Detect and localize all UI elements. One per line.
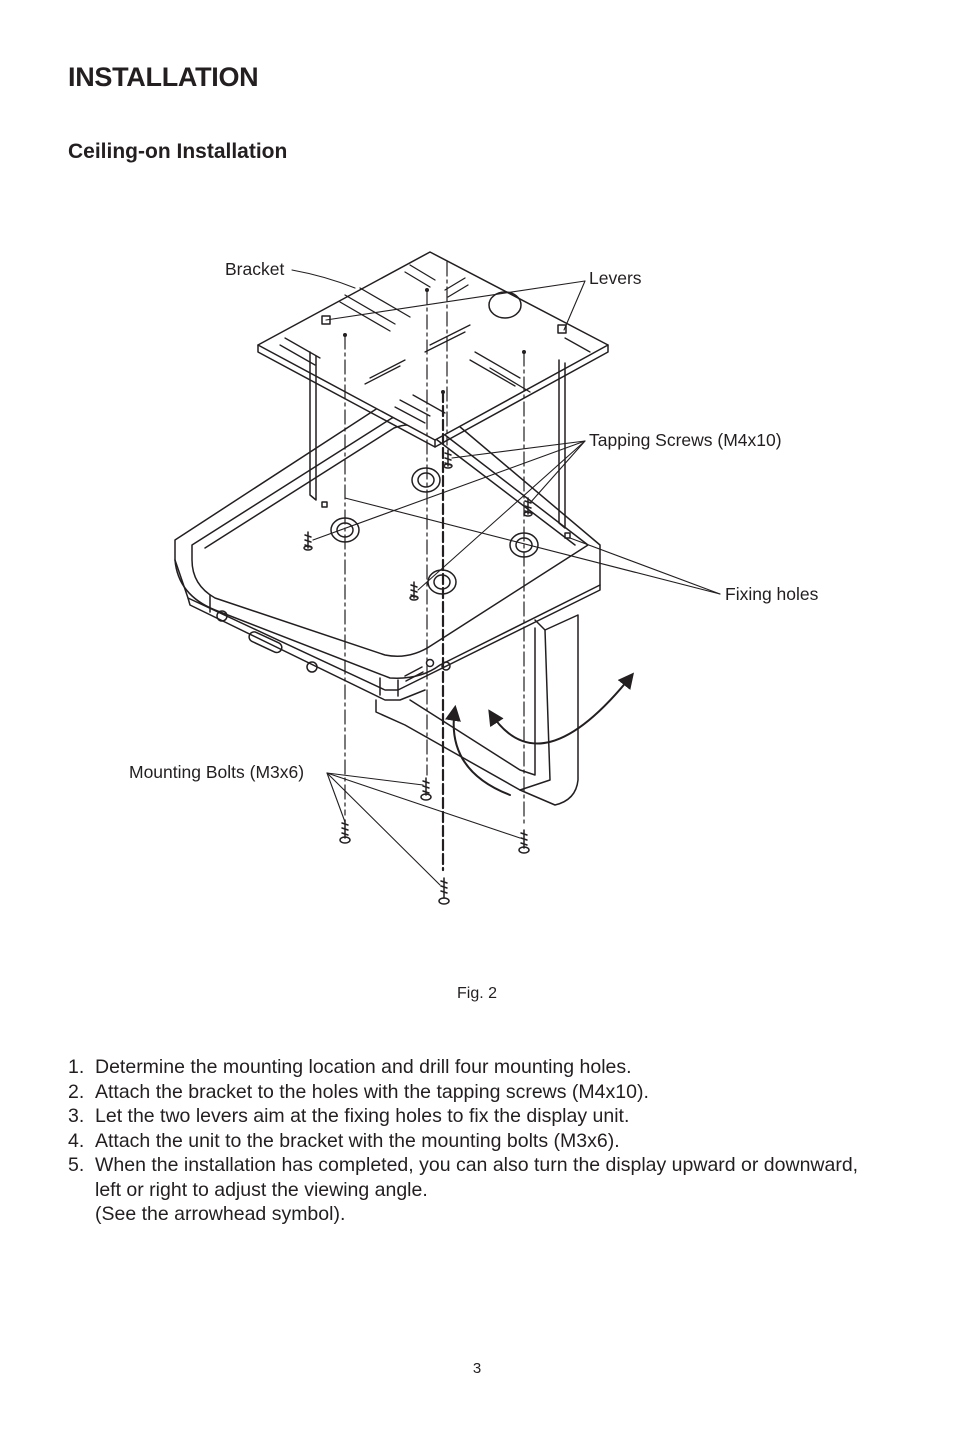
mounting-bolt-2	[339, 819, 351, 844]
instruction-step: 2. Attach the bracket to the holes with t…	[68, 1080, 888, 1105]
step-text: Attach the bracket to the holes with the…	[95, 1080, 649, 1103]
step-text: When the installation has completed, you…	[95, 1154, 859, 1201]
mounting-bolt-4	[438, 877, 450, 905]
figure-caption: Fig. 2	[456, 985, 497, 1002]
step-number: 3.	[68, 1105, 85, 1127]
display-unit	[174, 395, 601, 806]
label-mounting-bolts: Mounting Bolts (M3x6)	[129, 762, 305, 782]
label-bracket: Bracket	[225, 259, 285, 279]
tapping-screw-1	[303, 531, 313, 551]
instruction-step: 5. When the installation has completed, y…	[68, 1153, 888, 1227]
page-number: 3	[472, 1360, 482, 1377]
step-number: 4.	[68, 1129, 85, 1152]
fixing-hole-2	[411, 467, 441, 493]
label-tapping-screws: Tapping Screws (M4x10)	[589, 430, 782, 450]
installation-diagram: Bracket Levers Tapping Screws (M4x10) Fi…	[100, 230, 860, 930]
page-title: INSTALLATION	[68, 62, 259, 92]
step-number: 1.	[68, 1056, 85, 1078]
step-number: 2.	[68, 1080, 85, 1103]
mounting-bolt-3	[518, 829, 530, 854]
step-number: 5.	[68, 1154, 85, 1176]
mounting-bolt-1	[420, 777, 432, 801]
label-levers: Levers	[589, 268, 642, 288]
installation-diagram-drawing	[174, 251, 721, 905]
tapping-screw-2	[409, 581, 419, 601]
instruction-step: 1. Determine the mounting location and dr…	[68, 1055, 888, 1080]
instruction-step: 4. Attach the unit to the bracket with th…	[68, 1129, 888, 1154]
bracket-plate	[257, 251, 609, 529]
section-title: Ceiling-on Installation	[68, 140, 288, 163]
instruction-step: 3. Let the two levers aim at the fixing h…	[68, 1104, 888, 1129]
step-text: Determine the mounting location and dril…	[95, 1056, 632, 1078]
step-text: Attach the unit to the bracket with the …	[95, 1129, 620, 1152]
label-fixing-holes: Fixing holes	[725, 584, 819, 604]
step-text: Let the two levers aim at the fixing hol…	[95, 1105, 630, 1127]
instruction-list: 1. Determine the mounting location and dr…	[68, 1055, 888, 1227]
step-note: (See the arrowhead symbol).	[95, 1203, 346, 1225]
